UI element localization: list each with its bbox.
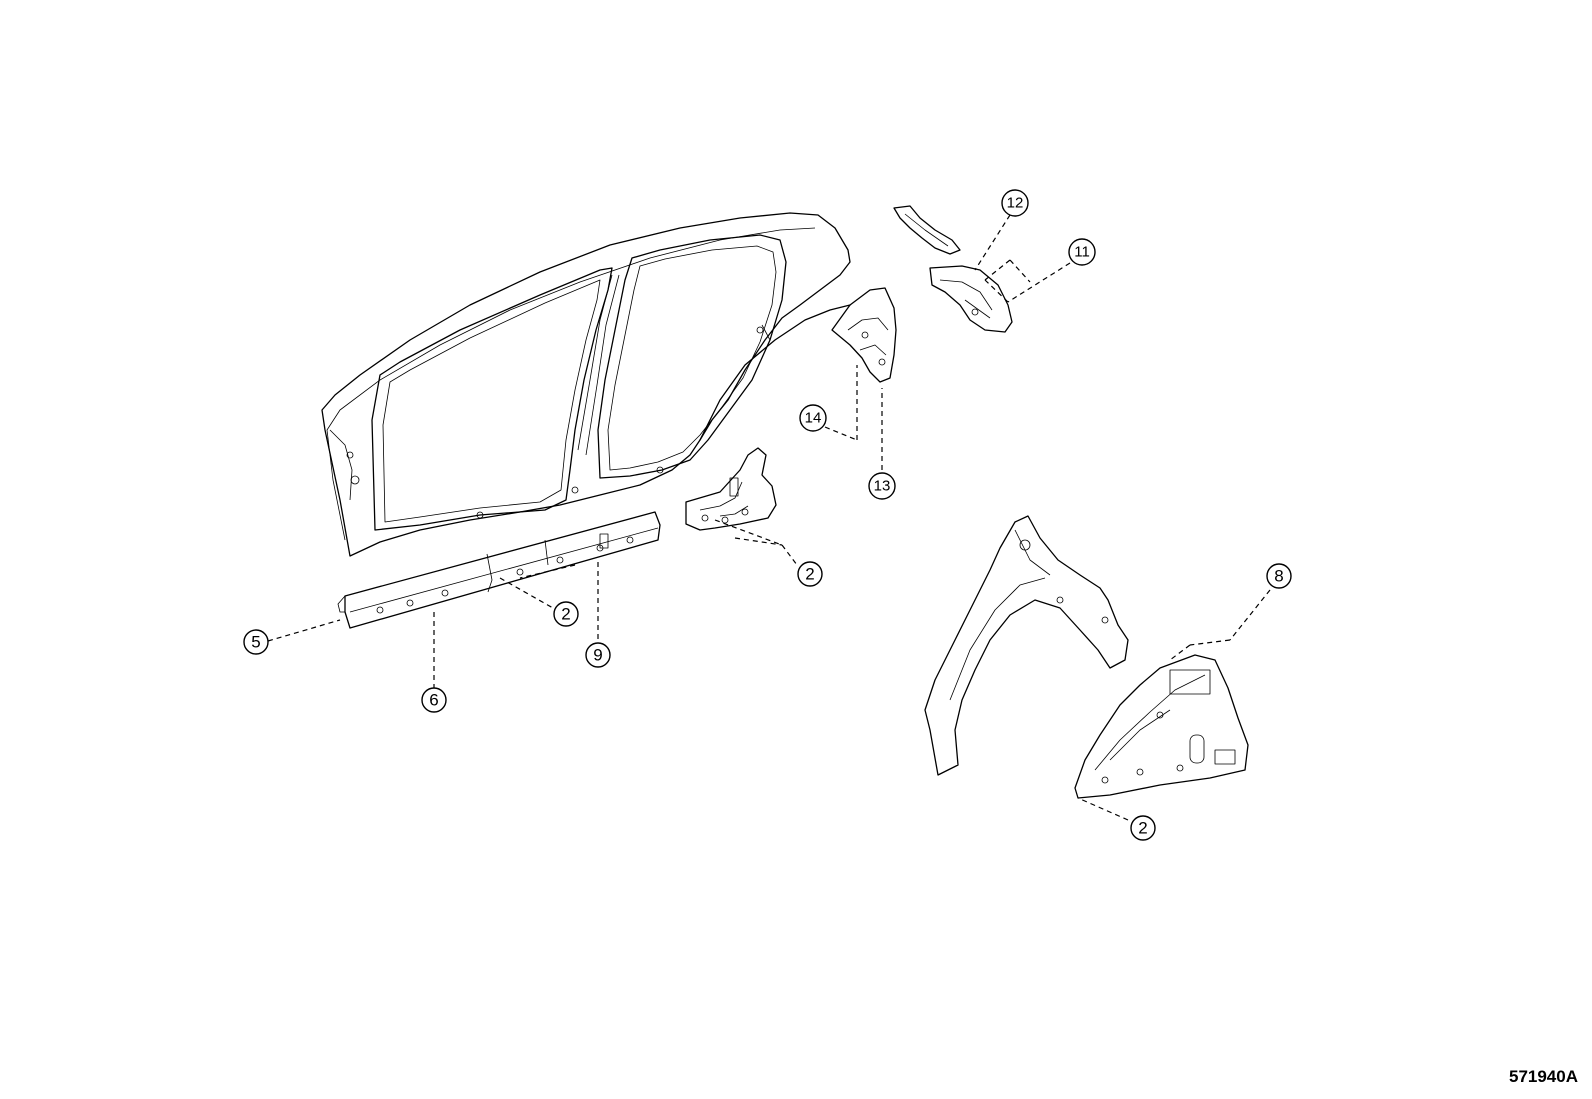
callout-6-label: 6 bbox=[429, 691, 438, 710]
callout-14-circle bbox=[799, 404, 827, 432]
callout-6-circle bbox=[421, 687, 447, 713]
rear-wheel-house-outer bbox=[924, 515, 1129, 776]
callout-5-label: 5 bbox=[251, 633, 260, 652]
callout-2-pillar-label: 2 bbox=[805, 565, 814, 584]
callout-12-label: 12 bbox=[1007, 195, 1024, 212]
callout-12: 12 bbox=[1001, 189, 1029, 217]
callout-2-pillar: 2 bbox=[797, 561, 823, 587]
rear-pillar-bracket bbox=[929, 265, 1013, 333]
rocker-panel bbox=[337, 511, 661, 629]
callout-14: 14 bbox=[799, 404, 827, 432]
callout-11-circle bbox=[1068, 238, 1096, 266]
callout-12-circle bbox=[1001, 189, 1029, 217]
roof-side-bracket bbox=[893, 205, 961, 255]
lower-pillar-bracket bbox=[685, 447, 777, 531]
callout-6: 6 bbox=[421, 687, 447, 713]
body-side-outer-panel bbox=[321, 212, 851, 557]
callout-13-label: 13 bbox=[874, 478, 891, 495]
callout-5: 5 bbox=[243, 629, 269, 655]
callout-9-circle bbox=[585, 642, 611, 668]
callout-8-circle bbox=[1266, 563, 1292, 589]
callout-5-circle bbox=[243, 629, 269, 655]
callout-9-label: 9 bbox=[593, 646, 602, 665]
callout-8-label: 8 bbox=[1274, 567, 1283, 586]
rear-wheel-house-inner bbox=[1074, 654, 1249, 799]
quarter-inner-upper-panel bbox=[831, 287, 897, 383]
leader-lines bbox=[267, 214, 1271, 821]
callout-14-label: 14 bbox=[805, 410, 822, 427]
callout-2-wheelhouse-label: 2 bbox=[1138, 819, 1147, 838]
callout-11: 11 bbox=[1068, 238, 1096, 266]
callout-2-rocker: 2 bbox=[553, 601, 579, 627]
callout-2-wheelhouse: 2 bbox=[1130, 815, 1156, 841]
callout-13-circle bbox=[868, 472, 896, 500]
callout-8: 8 bbox=[1266, 563, 1292, 589]
callout-2-rocker-circle bbox=[553, 601, 579, 627]
callout-2-rocker-label: 2 bbox=[561, 605, 570, 624]
callout-2-wheelhouse-circle bbox=[1130, 815, 1156, 841]
callout-9: 9 bbox=[585, 642, 611, 668]
callout-2-pillar-circle bbox=[797, 561, 823, 587]
callout-11-label: 11 bbox=[1074, 244, 1090, 261]
callout-13: 13 bbox=[868, 472, 896, 500]
figure-code: 571940A bbox=[1508, 1067, 1578, 1086]
